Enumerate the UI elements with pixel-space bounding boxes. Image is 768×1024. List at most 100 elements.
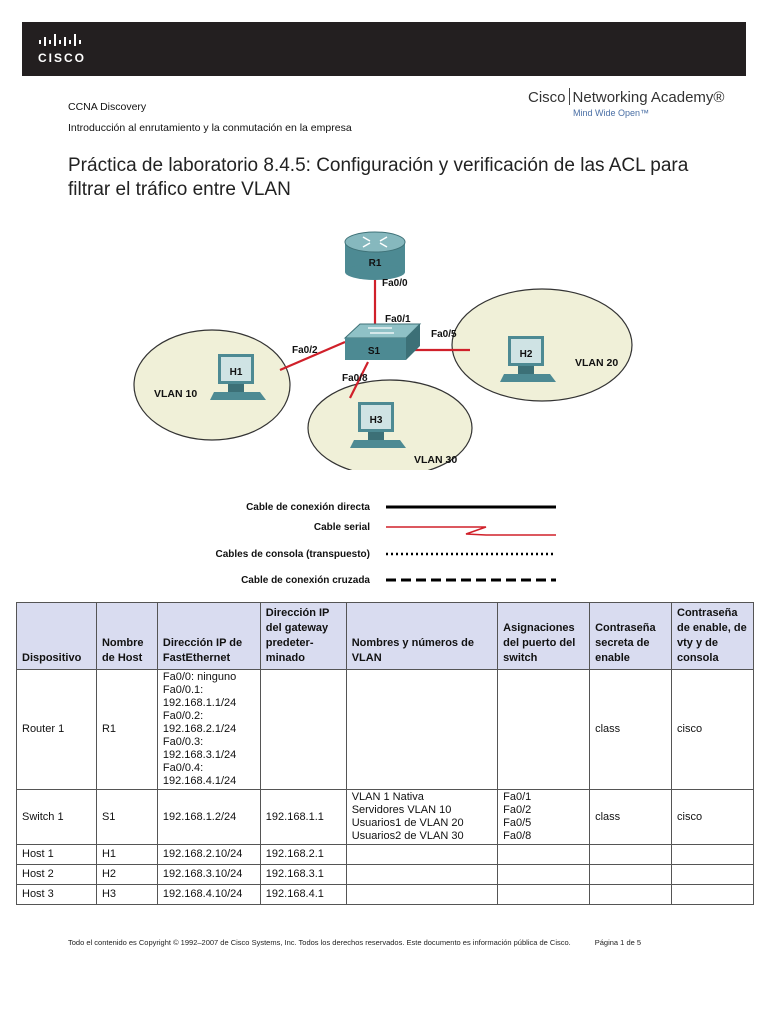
cell-ports bbox=[497, 844, 591, 865]
academy-left: Cisco bbox=[528, 89, 566, 106]
addressing-table: Dispositivo Nombre de Host Dirección IP … bbox=[16, 602, 754, 905]
router-icon: R1 bbox=[344, 231, 406, 280]
legend-console-label: Cables de consola (transpuesto) bbox=[216, 549, 370, 560]
cell-device: Switch 1 bbox=[16, 789, 97, 845]
header-vlan-names: Nombres y números de VLAN bbox=[345, 602, 499, 670]
legend-crossover-label: Cable de conexión cruzada bbox=[241, 575, 370, 586]
academy-tagline: Mind Wide Open™ bbox=[573, 108, 650, 118]
table-row: Host 3 H3 192.168.4.10/24 192.168.4.1 bbox=[16, 884, 754, 905]
cell-hostname: H2 bbox=[95, 864, 158, 885]
cell-gateway bbox=[259, 669, 347, 790]
serial-cable-line bbox=[386, 526, 556, 536]
pc-h2-icon: H2 bbox=[500, 336, 556, 382]
network-topology-diagram: R1 S1 H1 H2 H3 Fa0/0 Fa0/1 Fa0 bbox=[133, 231, 633, 470]
cell-enable-secret bbox=[589, 864, 672, 885]
top-banner: CISCO bbox=[22, 22, 746, 76]
pc-h1-icon: H1 bbox=[210, 354, 266, 400]
cell-device: Host 1 bbox=[16, 844, 97, 865]
link-s1-h3 bbox=[349, 361, 369, 399]
cisco-logo: CISCO bbox=[38, 34, 98, 66]
table-row: Switch 1 S1 192.168.1.2/24 192.168.1.1 V… bbox=[16, 789, 754, 845]
cell-hostname: H1 bbox=[95, 844, 158, 865]
cell-ip: 192.168.4.10/24 bbox=[156, 884, 261, 905]
cell-ports bbox=[497, 884, 591, 905]
port-label-s1-up: Fa0/1 bbox=[385, 314, 411, 325]
port-label-s1-h3: Fa0/8 bbox=[342, 373, 368, 384]
cell-vlans bbox=[345, 864, 499, 885]
vlan-label-10: VLAN 10 bbox=[154, 388, 197, 400]
cisco-bars-icon bbox=[39, 34, 81, 46]
cell-enable-secret: class bbox=[589, 669, 672, 790]
pc-h3-icon: H3 bbox=[350, 402, 406, 448]
cell-ip: Fa0/0: ninguno Fa0/0.1: 192.168.1.1/24 F… bbox=[156, 669, 261, 790]
copyright-text: Todo el contenido es Copyright © 1992–20… bbox=[68, 938, 571, 947]
course-name: CCNA Discovery bbox=[68, 101, 147, 113]
course-subtitle: Introducción al enrutamiento y la conmut… bbox=[68, 122, 352, 134]
cell-gateway: 192.168.2.1 bbox=[259, 844, 347, 865]
host-label-h1: H1 bbox=[230, 367, 243, 378]
cell-hostname: H3 bbox=[95, 884, 158, 905]
cell-ports bbox=[497, 864, 591, 885]
cell-passwords: cisco bbox=[671, 789, 754, 845]
cell-device: Host 2 bbox=[16, 864, 97, 885]
header-fastethernet-ip: Dirección IP de FastEthernet bbox=[156, 602, 261, 670]
cell-passwords: cisco bbox=[671, 669, 754, 790]
port-label-s1-h2: Fa0/5 bbox=[431, 329, 457, 340]
cell-hostname: R1 bbox=[95, 669, 158, 790]
switch-icon: S1 bbox=[343, 323, 422, 360]
port-label-s1-h1: Fa0/2 bbox=[292, 345, 318, 356]
cell-gateway: 192.168.4.1 bbox=[259, 884, 347, 905]
header-switch-ports: Asignaciones del puerto del switch bbox=[497, 602, 591, 670]
switch-label: S1 bbox=[368, 346, 381, 357]
port-label-r1: Fa0/0 bbox=[382, 278, 408, 289]
academy-name: Cisco Networking Academy® bbox=[528, 88, 724, 106]
vlan10-area bbox=[133, 329, 291, 441]
legend-serial-label: Cable serial bbox=[314, 522, 370, 533]
page-title: Práctica de laboratorio 8.4.5: Configura… bbox=[68, 155, 689, 200]
cell-vlans bbox=[345, 884, 499, 905]
vlan-label-20: VLAN 20 bbox=[575, 357, 618, 369]
link-s1-h1 bbox=[279, 340, 346, 372]
table-row: Router 1 R1 Fa0/0: ninguno Fa0/0.1: 192.… bbox=[16, 669, 754, 790]
host-label-h3: H3 bbox=[370, 415, 383, 426]
cell-passwords bbox=[671, 864, 754, 885]
cell-ip: 192.168.1.2/24 bbox=[156, 789, 261, 845]
cell-enable-secret: class bbox=[589, 789, 672, 845]
academy-divider bbox=[568, 88, 570, 105]
cell-device: Router 1 bbox=[16, 669, 97, 790]
cell-vlans: VLAN 1 Nativa Servidores VLAN 10 Usuario… bbox=[345, 789, 499, 845]
cell-enable-secret bbox=[589, 884, 672, 905]
page-number: Página 1 de 5 bbox=[594, 938, 642, 947]
cell-hostname: S1 bbox=[95, 789, 158, 845]
cell-enable-secret bbox=[589, 844, 672, 865]
table-row: Host 2 H2 192.168.3.10/24 192.168.3.1 bbox=[16, 864, 754, 885]
cell-ports bbox=[497, 669, 591, 790]
document-header: CCNA Discovery Introducción al enrutamie… bbox=[68, 97, 352, 139]
header-default-gateway: Dirección IP del gateway predeter- minad… bbox=[259, 602, 347, 670]
legend-straight-label: Cable de conexión directa bbox=[246, 502, 370, 513]
networking-academy-logo: Cisco Networking Academy® Mind Wide Open™ bbox=[528, 88, 724, 118]
page-footer: Todo el contenido es Copyright © 1992–20… bbox=[68, 938, 641, 947]
cisco-wordmark: CISCO bbox=[38, 51, 87, 65]
cell-vlans bbox=[345, 669, 499, 790]
cable-legend: Cable de conexión directa Cable serial C… bbox=[216, 502, 556, 586]
cell-vlans bbox=[345, 844, 499, 865]
cell-gateway: 192.168.3.1 bbox=[259, 864, 347, 885]
header-passwords: Contraseña de enable, de vty y de consol… bbox=[671, 602, 754, 670]
cell-ip: 192.168.3.10/24 bbox=[156, 864, 261, 885]
router-label: R1 bbox=[369, 258, 382, 269]
table-header: Dispositivo Nombre de Host Dirección IP … bbox=[16, 602, 754, 670]
cell-device: Host 3 bbox=[16, 884, 97, 905]
cell-gateway: 192.168.1.1 bbox=[259, 789, 347, 845]
academy-right: Networking Academy® bbox=[572, 89, 725, 106]
cell-passwords bbox=[671, 884, 754, 905]
header-hostname: Nombre de Host bbox=[95, 602, 158, 670]
cell-passwords bbox=[671, 844, 754, 865]
table-row: Host 1 H1 192.168.2.10/24 192.168.2.1 bbox=[16, 844, 754, 865]
cell-ports: Fa0/1 Fa0/2 Fa0/5 Fa0/8 bbox=[497, 789, 591, 845]
header-enable-secret: Contraseña secreta de enable bbox=[589, 602, 672, 670]
vlan-label-30: VLAN 30 bbox=[414, 454, 457, 466]
host-label-h2: H2 bbox=[520, 349, 533, 360]
cell-ip: 192.168.2.10/24 bbox=[156, 844, 261, 865]
header-device: Dispositivo bbox=[16, 602, 97, 670]
